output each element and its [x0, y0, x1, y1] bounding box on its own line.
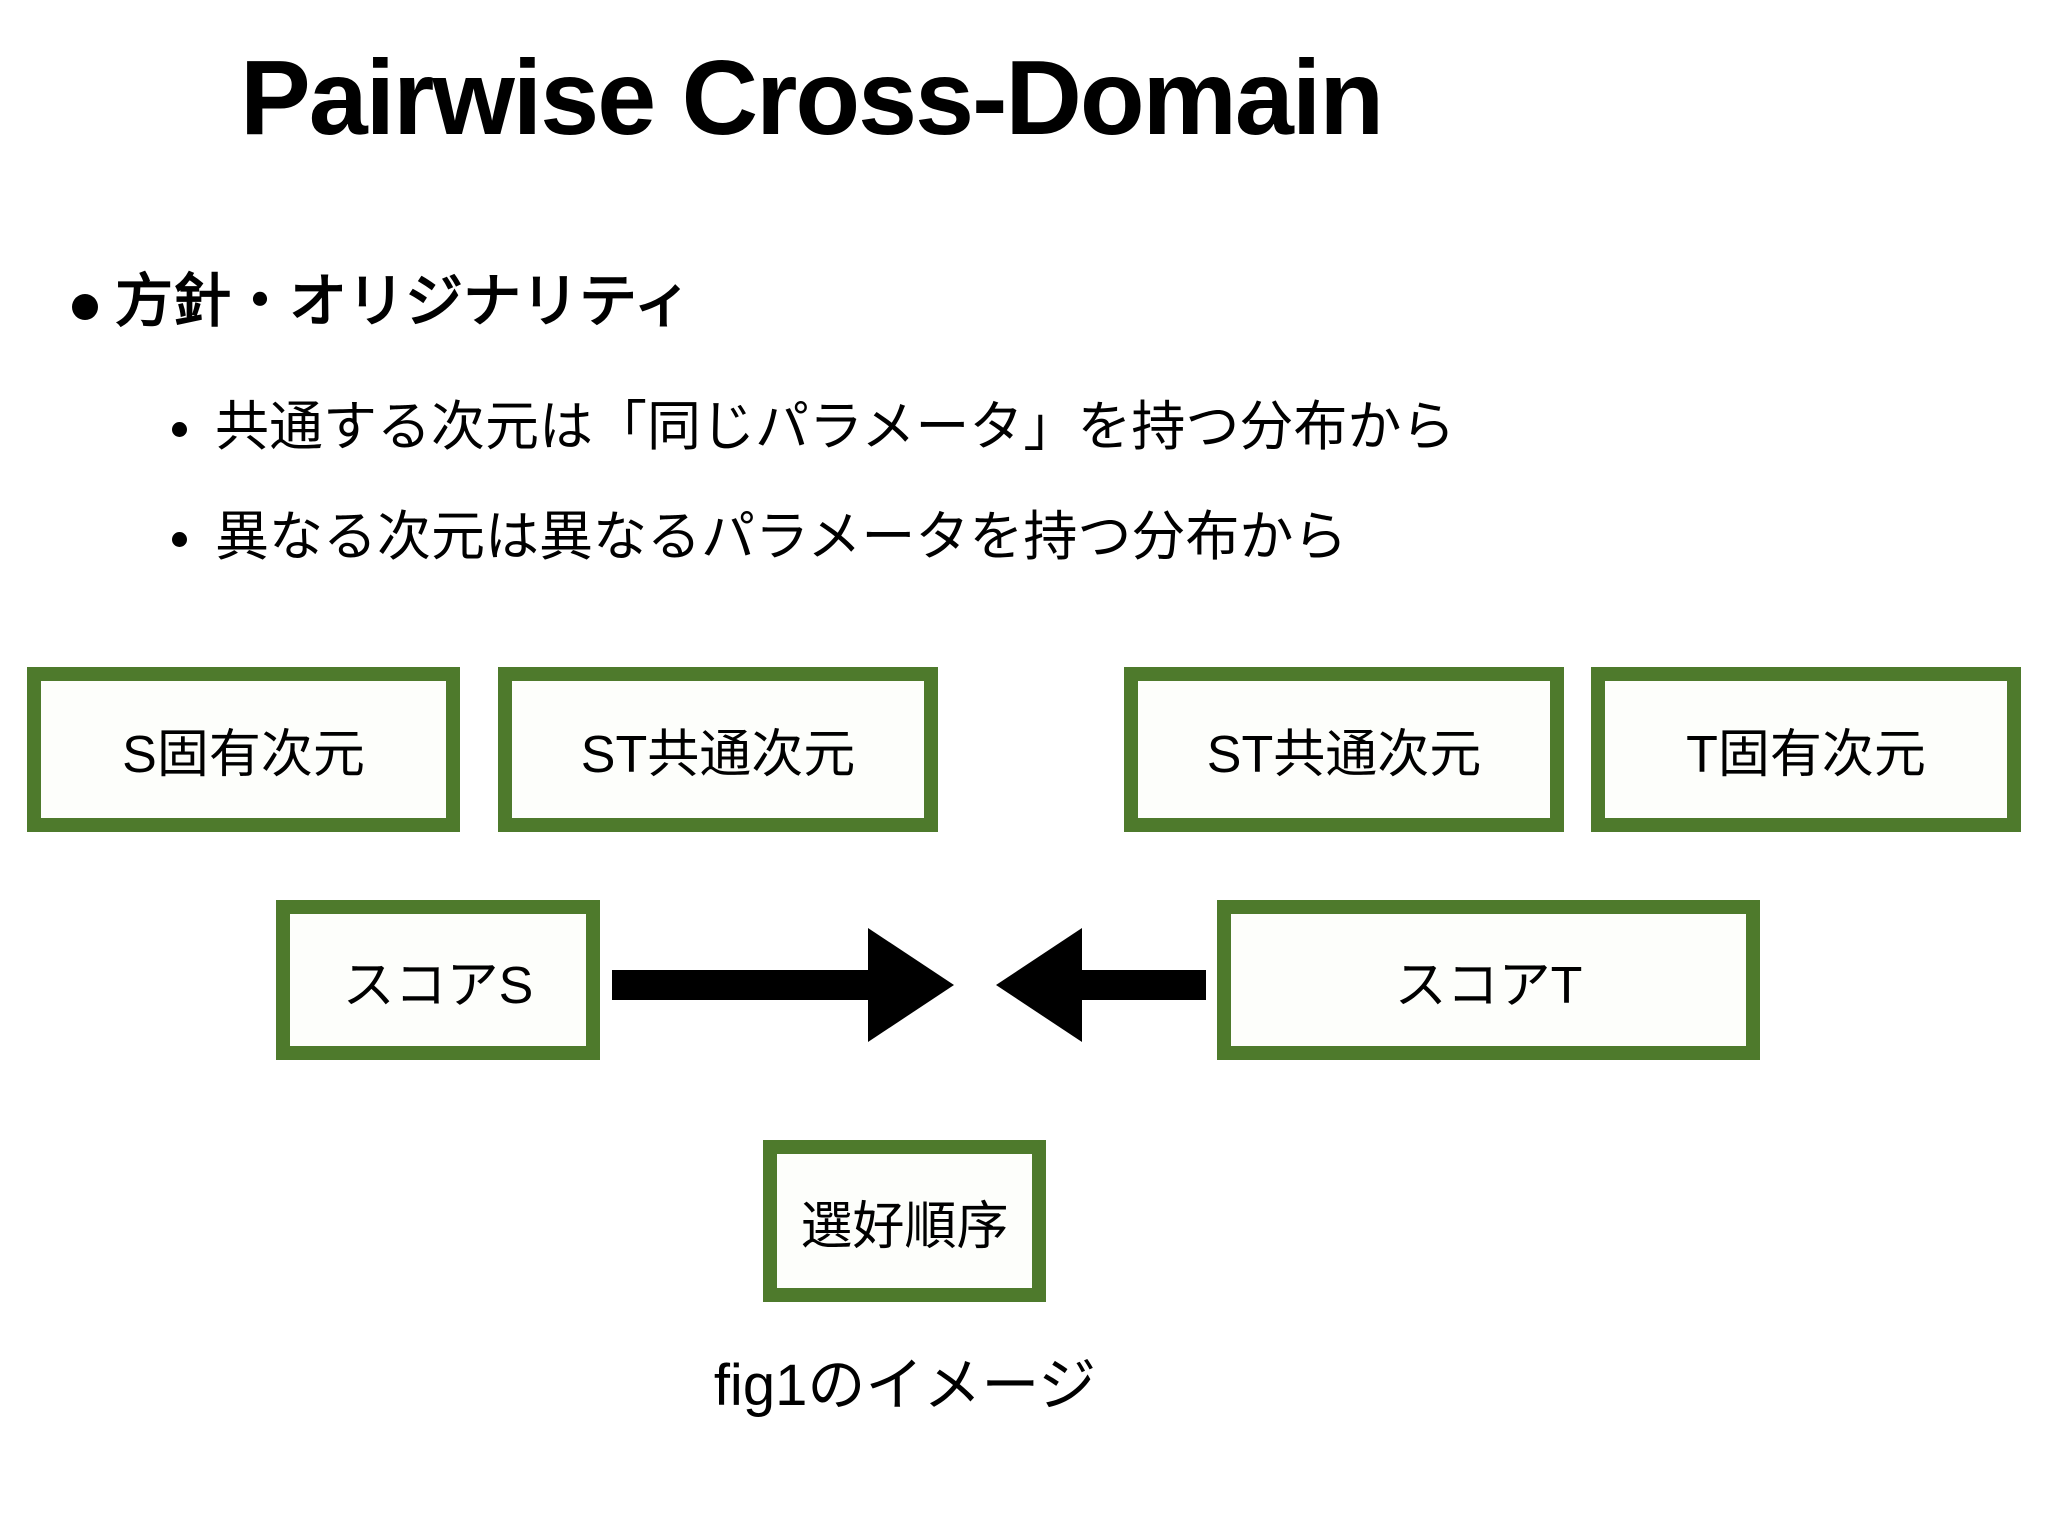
box-score-s-label: スコアS — [342, 956, 534, 1015]
box-s-unique-dims: S固有次元 — [27, 667, 460, 832]
arrow-right-icon — [612, 970, 872, 1000]
sub-bullet-1: 共通する次元は「同じパラメータ」を持つ分布から — [215, 397, 1456, 457]
box-st-shared-dims-left: ST共通次元 — [498, 667, 938, 832]
sub-bullet-2: 異なる次元は異なるパラメータを持つ分布から — [215, 507, 1348, 567]
bullet-icon — [72, 294, 98, 320]
box-score-t-label: スコアT — [1394, 956, 1583, 1015]
figure-caption: fig1のイメージ — [713, 1353, 1097, 1418]
sub-bullet-icon — [172, 422, 187, 437]
box-st-shared-dims-left-label: ST共通次元 — [580, 726, 856, 784]
box-t-unique-dims-label: T固有次元 — [1686, 726, 1926, 784]
arrow-left-icon — [1080, 970, 1206, 1000]
box-preference-order-label: 選好順序 — [800, 1197, 1009, 1256]
box-st-shared-dims-right: ST共通次元 — [1124, 667, 1564, 832]
bullet-heading: 方針・オリジナリティ — [115, 269, 692, 334]
box-score-s: スコアS — [276, 900, 600, 1060]
box-preference-order: 選好順序 — [763, 1140, 1046, 1302]
arrow-right-head-icon — [868, 928, 954, 1042]
box-s-unique-dims-label: S固有次元 — [122, 726, 365, 784]
box-score-t: スコアT — [1217, 900, 1760, 1060]
box-t-unique-dims: T固有次元 — [1591, 667, 2021, 832]
arrow-left-head-icon — [996, 928, 1082, 1042]
slide-title: Pairwise Cross-Domain — [240, 39, 1384, 157]
box-st-shared-dims-right-label: ST共通次元 — [1206, 726, 1482, 784]
sub-bullet-icon — [172, 532, 187, 547]
